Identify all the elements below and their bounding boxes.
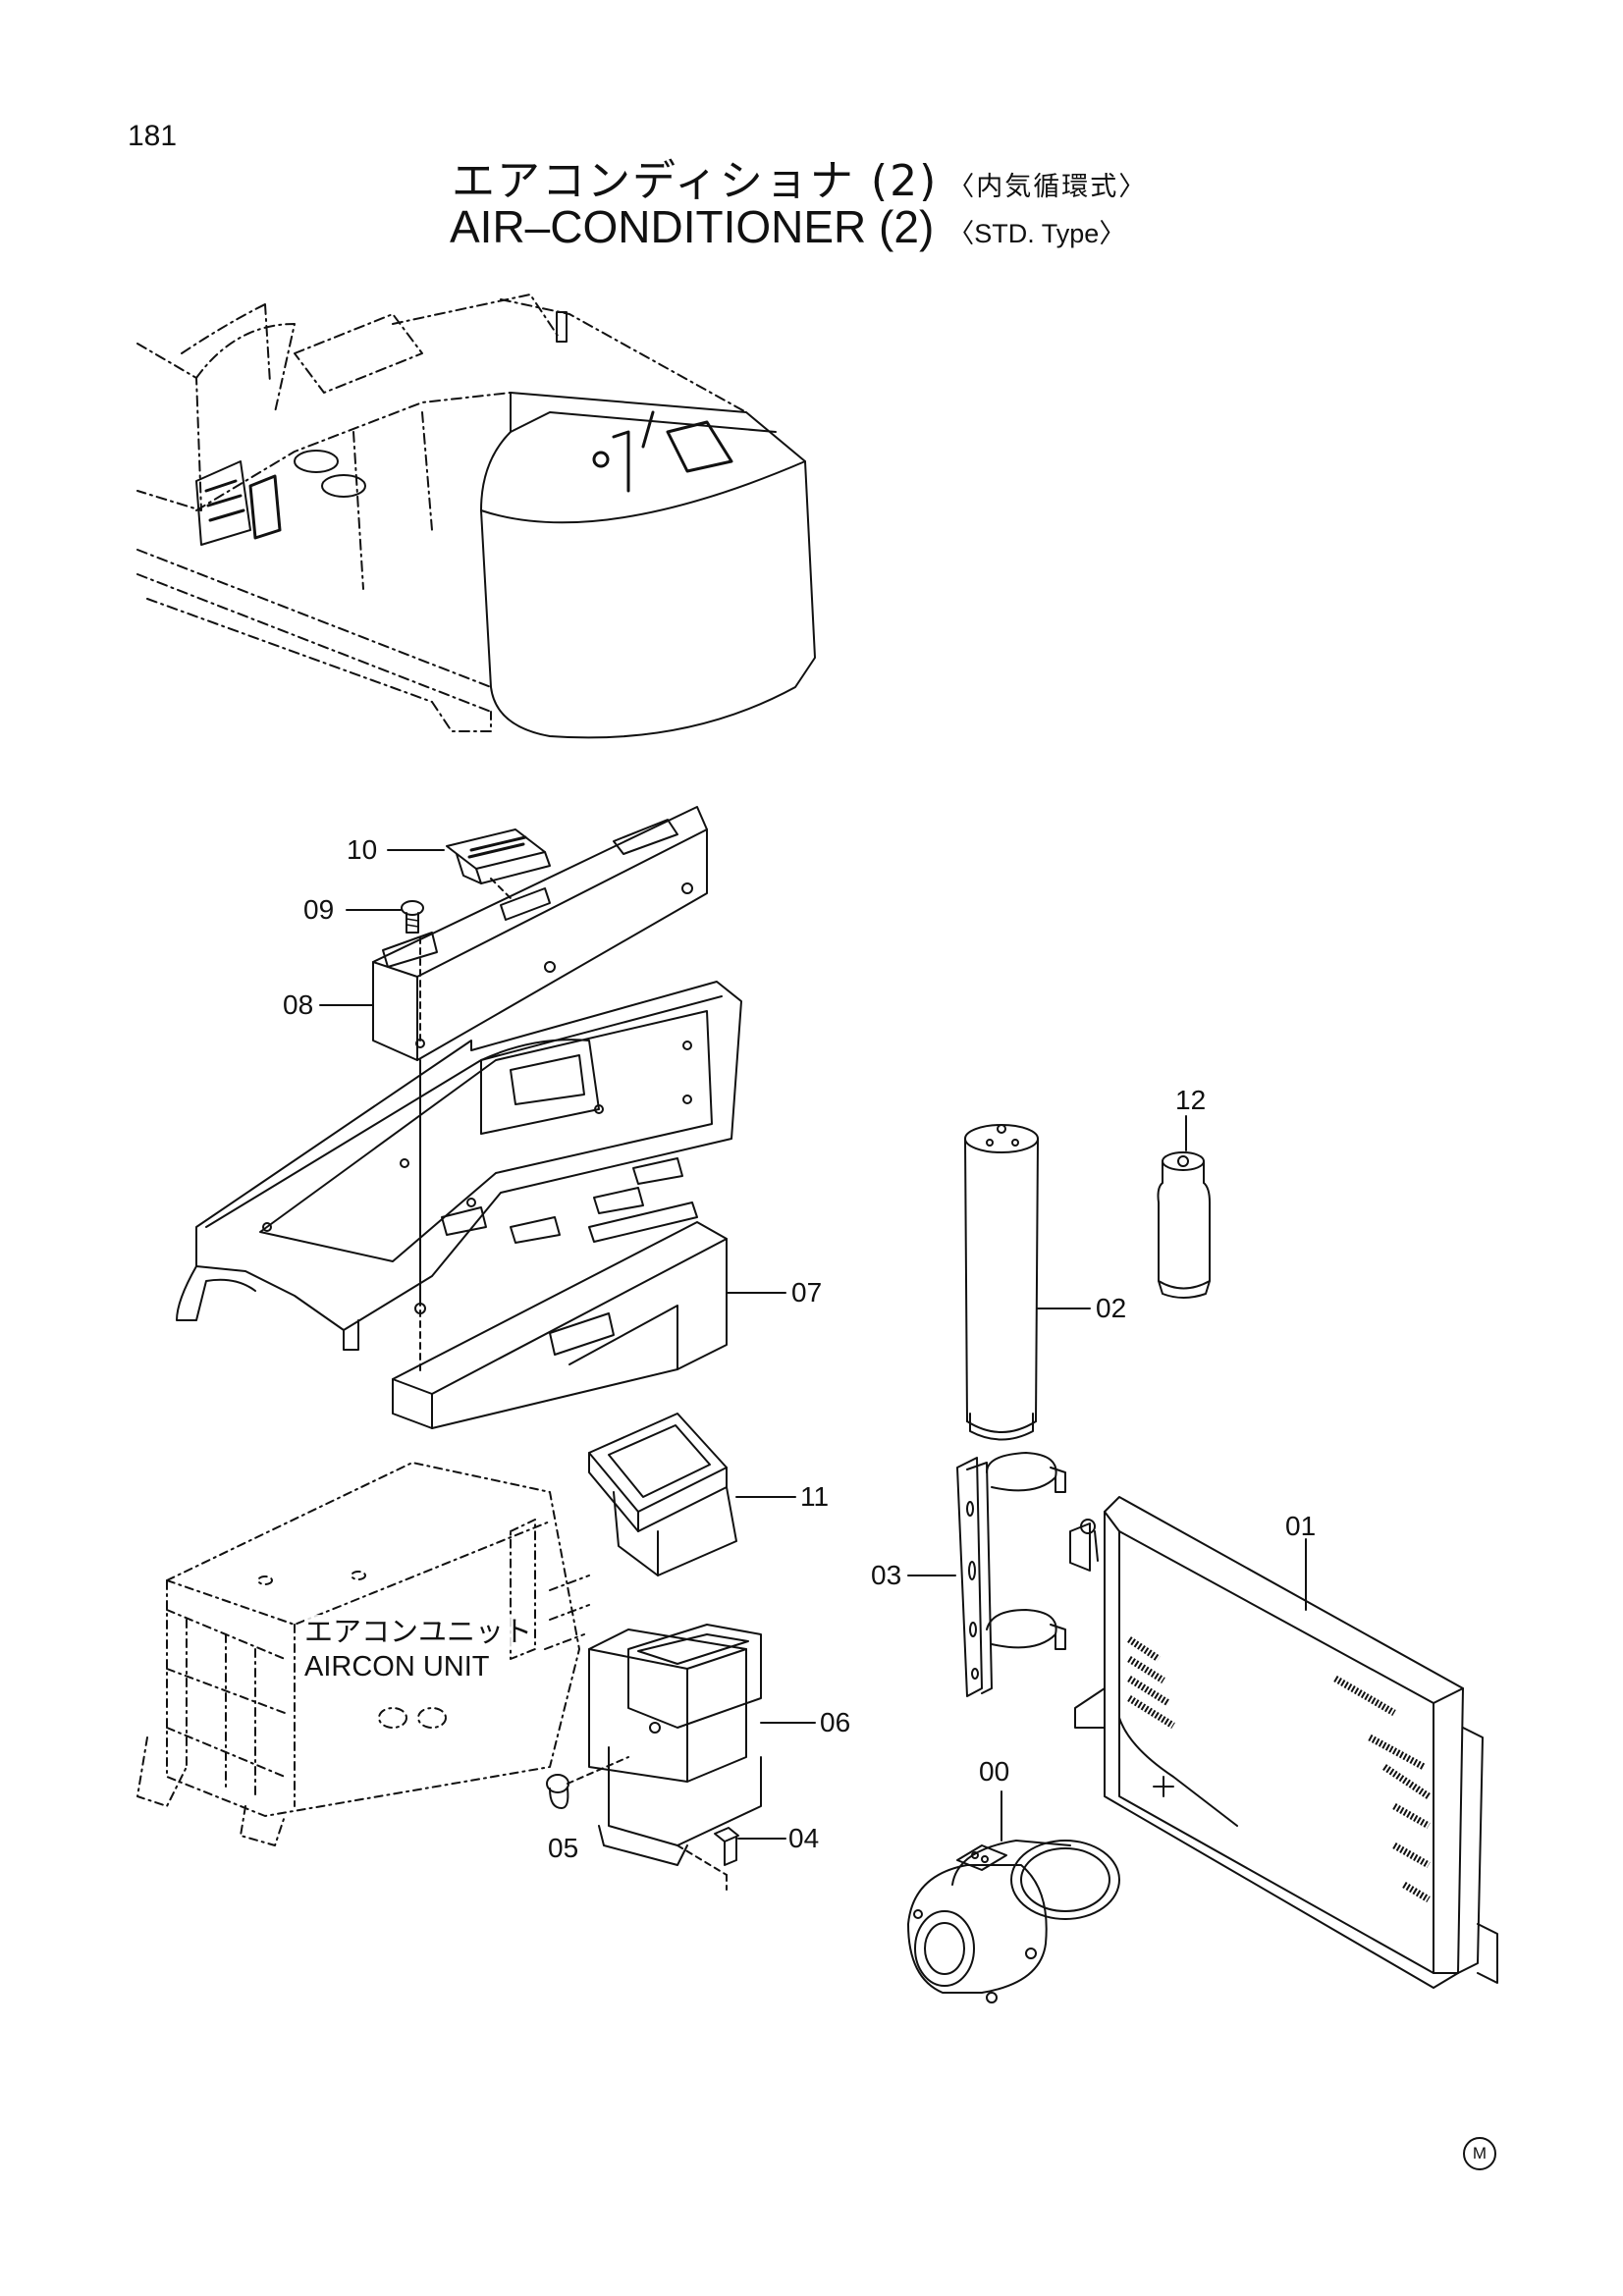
part-07-upper-duct xyxy=(392,1201,786,1429)
part-00-compressor xyxy=(907,1790,1120,2003)
part-08-console-panel xyxy=(319,806,708,1061)
part-01-condenser xyxy=(1069,1496,1498,1989)
aircon-unit-label-jp: エアコンユニット xyxy=(304,1615,533,1648)
part-05-grommet xyxy=(546,1756,629,1809)
aircon-unit-drawing xyxy=(136,1462,590,1846)
callout-04: 04 xyxy=(788,1823,820,1853)
callout-05: 05 xyxy=(548,1833,579,1863)
part-11-duct-adapter xyxy=(588,1413,796,1576)
part-04-bolt xyxy=(714,1827,786,1866)
page-number: 181 xyxy=(128,120,178,152)
title-en-sub: 〈STD. Type〉 xyxy=(947,219,1126,248)
callout-01: 01 xyxy=(1285,1511,1317,1541)
callout-08: 08 xyxy=(283,989,314,1020)
title-en-main: AIR–CONDITIONER (2) xyxy=(450,201,935,252)
callout-07: 07 xyxy=(791,1277,823,1308)
cab-ceiling-panel xyxy=(176,981,742,1351)
m-mark: M xyxy=(1463,2137,1496,2170)
part-10-switch-box xyxy=(387,828,551,884)
part-09-screw xyxy=(346,900,424,934)
part-12-filter xyxy=(1157,1115,1211,1299)
callout-12: 12 xyxy=(1175,1085,1207,1115)
title-jp-sub: 〈内気循環式〉 xyxy=(947,172,1148,202)
cab-overview-drawing xyxy=(136,294,816,739)
part-02-receiver-dryer xyxy=(964,1124,1091,1441)
callout-10: 10 xyxy=(347,834,378,865)
callout-00: 00 xyxy=(979,1756,1010,1787)
callout-06: 06 xyxy=(820,1707,851,1737)
title-jp-main: エアコンディショナ (2) xyxy=(452,156,939,206)
page-title-english: AIR–CONDITIONER (2) 〈STD. Type〉 xyxy=(450,200,1125,253)
page-title-japanese: エアコンディショナ (2) 〈内気循環式〉 xyxy=(452,145,1147,208)
callout-11: 11 xyxy=(800,1481,830,1512)
callout-02: 02 xyxy=(1096,1293,1127,1323)
callout-09: 09 xyxy=(303,894,335,925)
callout-03: 03 xyxy=(871,1560,902,1590)
aircon-unit-label-en: AIRCON UNIT xyxy=(304,1650,490,1683)
part-03-bracket xyxy=(907,1452,1066,1697)
part-06-lower-duct xyxy=(588,1624,816,1891)
